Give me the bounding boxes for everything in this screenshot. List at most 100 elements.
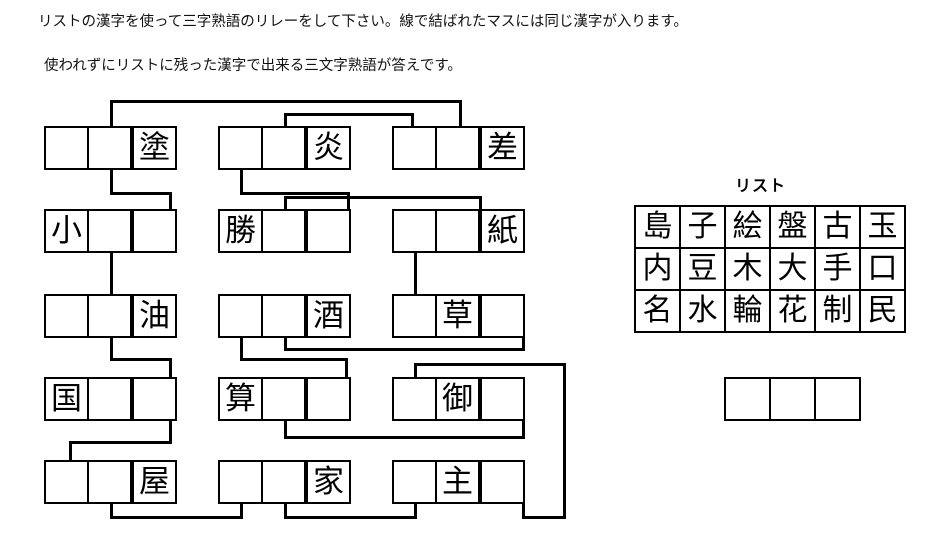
connector-segment	[110, 516, 242, 519]
puzzle-cell[interactable]: 紙	[480, 209, 525, 253]
connector-segment	[284, 113, 414, 116]
connector-segment	[563, 363, 566, 519]
puzzle-cell[interactable]	[87, 209, 132, 253]
list-row: 内 豆 木 大 手 口	[634, 247, 906, 291]
puzzle-cell[interactable]	[261, 126, 306, 170]
answer-cell[interactable]	[769, 377, 816, 421]
answer-cell[interactable]	[724, 377, 771, 421]
connector-segment	[110, 358, 172, 361]
puzzle-cell[interactable]: 油	[132, 294, 177, 338]
connector-segment	[411, 113, 414, 128]
answer-cell[interactable]	[814, 377, 861, 421]
puzzle-cell[interactable]: 屋	[132, 460, 177, 504]
list-cell[interactable]: 水	[679, 289, 726, 333]
connector-segment	[284, 516, 416, 519]
puzzle-cell[interactable]	[132, 377, 177, 421]
puzzle-cell[interactable]: 小	[44, 209, 89, 253]
puzzle-cell[interactable]	[87, 294, 132, 338]
connector-segment	[110, 100, 462, 103]
puzzle-cell[interactable]	[306, 209, 351, 253]
puzzle-cell[interactable]: 勝	[218, 209, 263, 253]
list-cell[interactable]: 島	[634, 205, 681, 249]
list-row: 島 子 絵 盤 古 玉	[634, 205, 906, 249]
puzzle-cell[interactable]	[87, 460, 132, 504]
connector-segment	[240, 504, 243, 519]
puzzle-cell[interactable]	[218, 294, 263, 338]
connector-segment	[522, 421, 525, 439]
kanji-list-grid: 島 子 絵 盤 古 玉 内 豆 木 大 手 口 名 水 輪 花 制 民	[634, 205, 906, 333]
puzzle-cell[interactable]	[261, 460, 306, 504]
puzzle-cell[interactable]	[44, 126, 89, 170]
puzzle-cell[interactable]	[392, 209, 437, 253]
puzzle-cell[interactable]	[261, 294, 306, 338]
puzzle-cell[interactable]	[435, 126, 480, 170]
puzzle-cell[interactable]: 家	[306, 460, 351, 504]
puzzle-cell[interactable]: 御	[435, 377, 480, 421]
puzzle-cell[interactable]: 国	[44, 377, 89, 421]
connector-segment	[110, 100, 113, 128]
puzzle-cell[interactable]	[480, 294, 525, 338]
connector-segment	[69, 441, 172, 444]
list-cell[interactable]: 制	[814, 289, 861, 333]
puzzle-cell[interactable]: 草	[435, 294, 480, 338]
puzzle-cell[interactable]: 酒	[306, 294, 351, 338]
connector-segment	[284, 421, 287, 439]
connector-segment	[284, 348, 525, 351]
puzzle-cell[interactable]	[44, 294, 89, 338]
connector-segment	[284, 436, 524, 439]
connector-segment	[240, 170, 243, 195]
puzzle-cell[interactable]	[261, 209, 306, 253]
puzzle-cell[interactable]	[306, 377, 351, 421]
puzzle-cell[interactable]	[392, 294, 437, 338]
list-cell[interactable]: 子	[679, 205, 726, 249]
puzzle-cell[interactable]	[87, 377, 132, 421]
puzzle-cell[interactable]: 算	[218, 377, 263, 421]
connector-segment	[240, 192, 350, 195]
puzzle-cell[interactable]: 塗	[132, 126, 177, 170]
puzzle-cell[interactable]	[218, 460, 263, 504]
connector-segment	[522, 337, 525, 351]
puzzle-cell[interactable]: 差	[480, 126, 525, 170]
list-cell[interactable]: 内	[634, 247, 681, 291]
list-cell[interactable]: 木	[724, 247, 771, 291]
connector-segment	[110, 192, 172, 195]
puzzle-cell[interactable]	[392, 377, 437, 421]
connector-segment	[110, 170, 113, 195]
connector-segment	[522, 516, 566, 519]
list-cell[interactable]: 古	[814, 205, 861, 249]
list-cell[interactable]: 玉	[859, 205, 906, 249]
puzzle-cell[interactable]	[132, 209, 177, 253]
puzzle-cell[interactable]	[435, 209, 480, 253]
puzzle-cell[interactable]	[392, 126, 437, 170]
connector-segment	[414, 252, 417, 295]
connector-segment	[284, 196, 482, 199]
puzzle-cell[interactable]	[261, 377, 306, 421]
connector-segment	[522, 504, 525, 519]
list-cell[interactable]: 輪	[724, 289, 771, 333]
list-cell[interactable]: 手	[814, 247, 861, 291]
list-cell[interactable]: 名	[634, 289, 681, 333]
puzzle-cell[interactable]	[87, 126, 132, 170]
connector-segment	[414, 504, 417, 519]
connector-segment	[110, 337, 113, 361]
puzzle-cell[interactable]	[480, 377, 525, 421]
connector-segment	[479, 196, 482, 211]
puzzle-cell[interactable]	[44, 460, 89, 504]
connector-segment	[69, 441, 72, 464]
list-cell[interactable]: 花	[769, 289, 816, 333]
list-cell[interactable]: 大	[769, 247, 816, 291]
list-cell[interactable]: 民	[859, 289, 906, 333]
connector-segment	[284, 113, 287, 128]
puzzle-cell[interactable]: 炎	[306, 126, 351, 170]
puzzle-cell[interactable]	[218, 126, 263, 170]
list-cell[interactable]: 口	[859, 247, 906, 291]
list-cell[interactable]: 盤	[769, 205, 816, 249]
connector-segment	[284, 337, 287, 351]
puzzle-cell[interactable]	[480, 460, 525, 504]
puzzle-cell[interactable]: 主	[435, 460, 480, 504]
puzzle-cell[interactable]	[392, 460, 437, 504]
list-cell[interactable]: 絵	[724, 205, 771, 249]
connector-segment	[240, 358, 348, 361]
list-cell[interactable]: 豆	[679, 247, 726, 291]
